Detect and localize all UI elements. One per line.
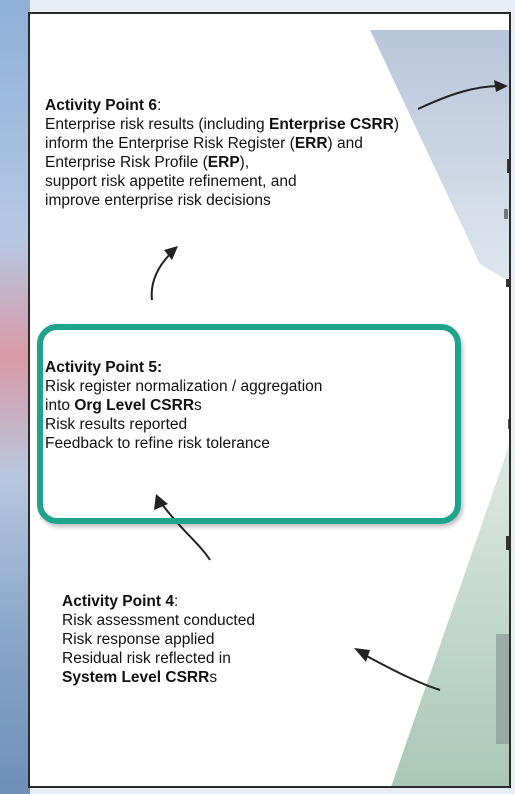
- ap6-line4: support risk appetite refinement, and: [45, 173, 297, 190]
- activity-point-6: Activity Point 6: Enterprise risk result…: [45, 96, 509, 210]
- right-edge-mark: [506, 279, 509, 287]
- right-edge-mark: [506, 536, 509, 550]
- diagram-frame: Activity Point 6: Enterprise risk result…: [28, 12, 511, 788]
- ap5-line2: into Org Level CSRRs: [45, 397, 202, 414]
- ap5-line4: Feedback to refine risk tolerance: [45, 435, 270, 452]
- arrow-4-to-5-head: [154, 494, 168, 510]
- arrow-ap6-out-head: [494, 80, 508, 92]
- ap6-line2: inform the Enterprise Risk Register (ERR…: [45, 135, 363, 152]
- background-blur: [0, 0, 30, 794]
- ap6-title: Activity Point 6: [45, 97, 157, 114]
- arrow-5-to-6: [150, 251, 173, 301]
- lower-triangle: [391, 445, 509, 786]
- ap6-title-suffix: :: [156, 97, 162, 114]
- ap6-line1: Enterprise risk results (including Enter…: [45, 116, 400, 133]
- ap5-line1: Risk register normalization / aggregatio…: [45, 378, 323, 395]
- ap4-line1: Risk assessment conducted: [62, 612, 255, 629]
- ap4-line3: Residual risk reflected in: [62, 650, 231, 667]
- ap4-line4: System Level CSRRs: [62, 669, 218, 686]
- right-edge-mark: [508, 419, 509, 429]
- activity-point-5-highlight: [37, 324, 461, 524]
- ap4-line2: Risk response applied: [62, 631, 215, 648]
- arrow-in-to-4: [362, 653, 441, 691]
- arrow-5-to-6-head: [164, 246, 178, 260]
- right-edge-mark: [504, 209, 508, 219]
- right-edge-image: [496, 634, 509, 744]
- ap5-line3: Risk results reported: [45, 416, 188, 433]
- ap4-title: Activity Point 4: [62, 593, 174, 610]
- right-edge-mark: [507, 159, 509, 173]
- background-shapes: [150, 30, 509, 786]
- activity-point-4: Activity Point 4: Risk assessment conduc…: [62, 592, 402, 687]
- upper-triangle: [370, 30, 509, 282]
- ap6-title-line: Activity Point 6:: [45, 96, 509, 115]
- arrow-4-to-5: [161, 503, 211, 561]
- activity-point-5: Activity Point 5: Risk register normaliz…: [45, 358, 465, 453]
- arrow-in-to-4-head: [354, 648, 370, 662]
- ap4-title-line: Activity Point 4:: [62, 593, 179, 610]
- ap5-title: Activity Point 5:: [45, 359, 163, 376]
- arrow-ap6-out: [417, 85, 501, 110]
- ap6-line5: improve enterprise risk decisions: [45, 192, 271, 209]
- ap6-line3: Enterprise Risk Profile (ERP),: [45, 154, 250, 171]
